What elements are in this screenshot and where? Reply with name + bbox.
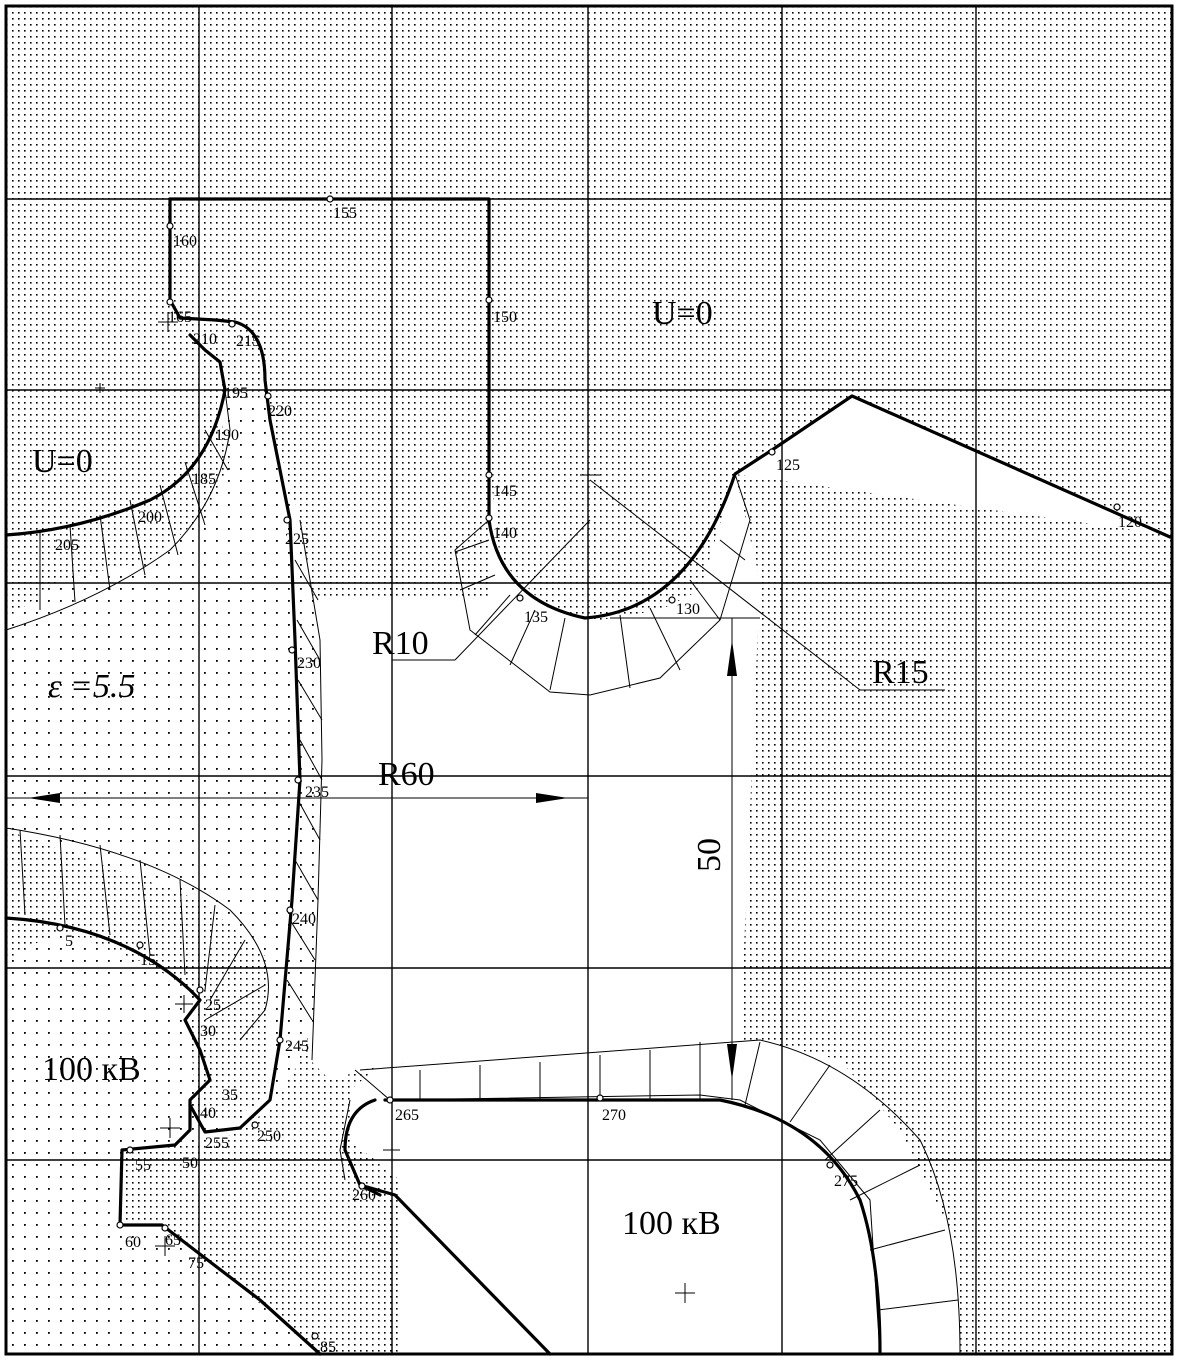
- node-number: 50: [182, 1155, 198, 1172]
- node-number: 255: [205, 1135, 229, 1152]
- drawing-frame: [4, 4, 1174, 1356]
- node-number: 265: [395, 1107, 419, 1124]
- node-number: 240: [292, 911, 316, 928]
- crosshair-marks: [95, 312, 695, 1303]
- upper-electrode-outline: [168, 197, 1172, 620]
- node-number: 65: [165, 1232, 181, 1249]
- label-u0-right: U=0: [652, 295, 713, 332]
- dimension-r15: R15: [872, 654, 929, 691]
- node-number: 205: [55, 537, 79, 554]
- node-number: 155: [333, 205, 357, 222]
- node-number: 40: [200, 1105, 216, 1122]
- dimension-lines: [6, 474, 945, 1100]
- node-number: 35: [222, 1087, 238, 1104]
- node-number: 60: [125, 1234, 141, 1251]
- node-number: 75: [188, 1255, 204, 1272]
- node-number: 275: [834, 1173, 858, 1190]
- lower-right-electrode-outline: [343, 1098, 882, 1356]
- node-markers: [56, 195, 1121, 1340]
- dimension-arrows: [28, 640, 737, 1080]
- node-number: 185: [192, 471, 216, 488]
- node-number: 200: [138, 509, 162, 526]
- node-number: 245: [285, 1038, 309, 1055]
- node-number: 120: [1118, 514, 1142, 531]
- node-number: 190: [215, 427, 239, 444]
- label-u0-left: U=0: [32, 443, 93, 480]
- node-number: 85: [320, 1339, 336, 1356]
- label-epsilon: ε =5.5: [48, 668, 135, 705]
- node-number: 235: [305, 784, 329, 801]
- blank-region-right: [350, 396, 1172, 1354]
- node-number: 150: [493, 309, 517, 326]
- lower-left-electrode-outline: [4, 916, 322, 1356]
- node-number: 55: [135, 1157, 151, 1174]
- node-number: 160: [173, 233, 197, 250]
- node-number: 210: [193, 331, 217, 348]
- node-number: 15: [140, 952, 156, 969]
- node-numbers: 155 160 165 210 215 220 195 190 185 200 …: [55, 205, 1142, 1356]
- label-100kv-right: 100 кВ: [622, 1205, 721, 1242]
- label-100kv-left: 100 кВ: [42, 1051, 141, 1088]
- blank-region-center: [300, 470, 760, 1080]
- node-number: 5: [65, 933, 73, 950]
- node-number: 260: [352, 1187, 376, 1204]
- lower-right-electrode-slant: [358, 1183, 552, 1356]
- node-number: 270: [602, 1107, 626, 1124]
- node-number: 220: [268, 403, 292, 420]
- upper-electrode-left-edge: [168, 197, 302, 1134]
- node-number: 130: [676, 601, 700, 618]
- dimension-r10: R10: [372, 625, 429, 662]
- node-number: 225: [285, 531, 309, 548]
- dielectric-dots: [6, 395, 320, 1354]
- node-number: 215: [236, 333, 260, 350]
- left-electrode-curve: [4, 333, 227, 537]
- node-number: 250: [257, 1128, 281, 1145]
- dimension-r60: R60: [378, 756, 435, 793]
- node-number: 135: [524, 609, 548, 626]
- node-number: 230: [297, 655, 321, 672]
- node-number: 195: [224, 385, 248, 402]
- node-number: 165: [168, 309, 192, 326]
- node-number: 125: [776, 457, 800, 474]
- node-number: 145: [493, 483, 517, 500]
- node-number: 30: [200, 1023, 216, 1040]
- node-number: 25: [205, 997, 221, 1014]
- dimension-50: 50: [691, 838, 728, 872]
- node-number: 140: [493, 525, 517, 542]
